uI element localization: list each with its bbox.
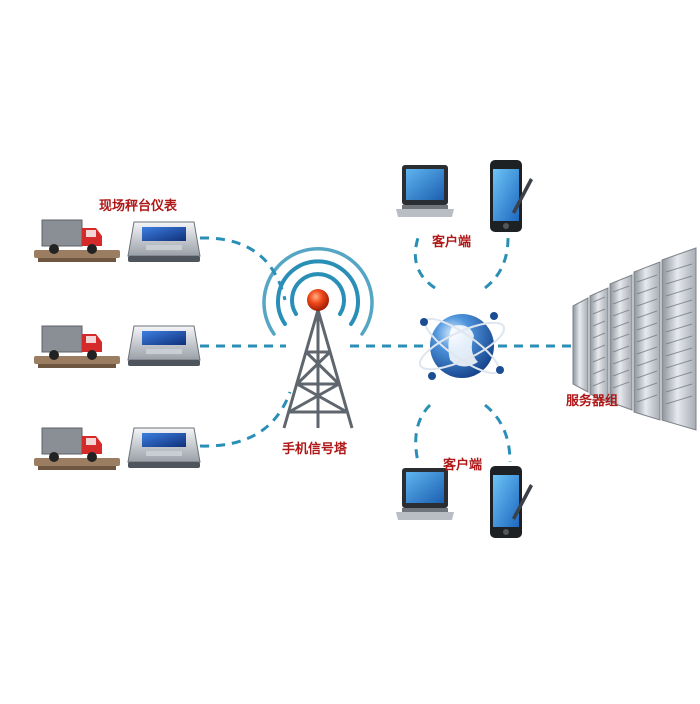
globe-network-icon: [418, 312, 506, 380]
client-bottom-label: 客户端: [443, 458, 483, 473]
truck-scale-icon-2: [34, 325, 120, 368]
server-rack-icon: [572, 247, 697, 431]
connection-lines: [199, 236, 575, 463]
client-top-label: 客户端: [432, 235, 472, 250]
smartphone-icon-bottom: [490, 466, 533, 538]
laptop-icon-bottom: [396, 468, 454, 520]
weighing-indicator-icon-2: [127, 325, 201, 366]
truck-scale-icon-3: [34, 427, 120, 470]
smartphone-icon-top: [490, 160, 533, 232]
laptop-icon-top: [396, 165, 454, 217]
signal-tower-label: 手机信号塔: [282, 442, 348, 457]
truck-scale-icon-1: [34, 219, 120, 262]
weighing-indicator-icon-1: [127, 221, 201, 262]
signal-tower-icon: [262, 247, 374, 429]
weighing-indicator-icon-3: [127, 427, 201, 468]
scale-instruments-label: 现场秤台仪表: [99, 199, 178, 214]
server-group-label: 服务器组: [566, 394, 619, 409]
